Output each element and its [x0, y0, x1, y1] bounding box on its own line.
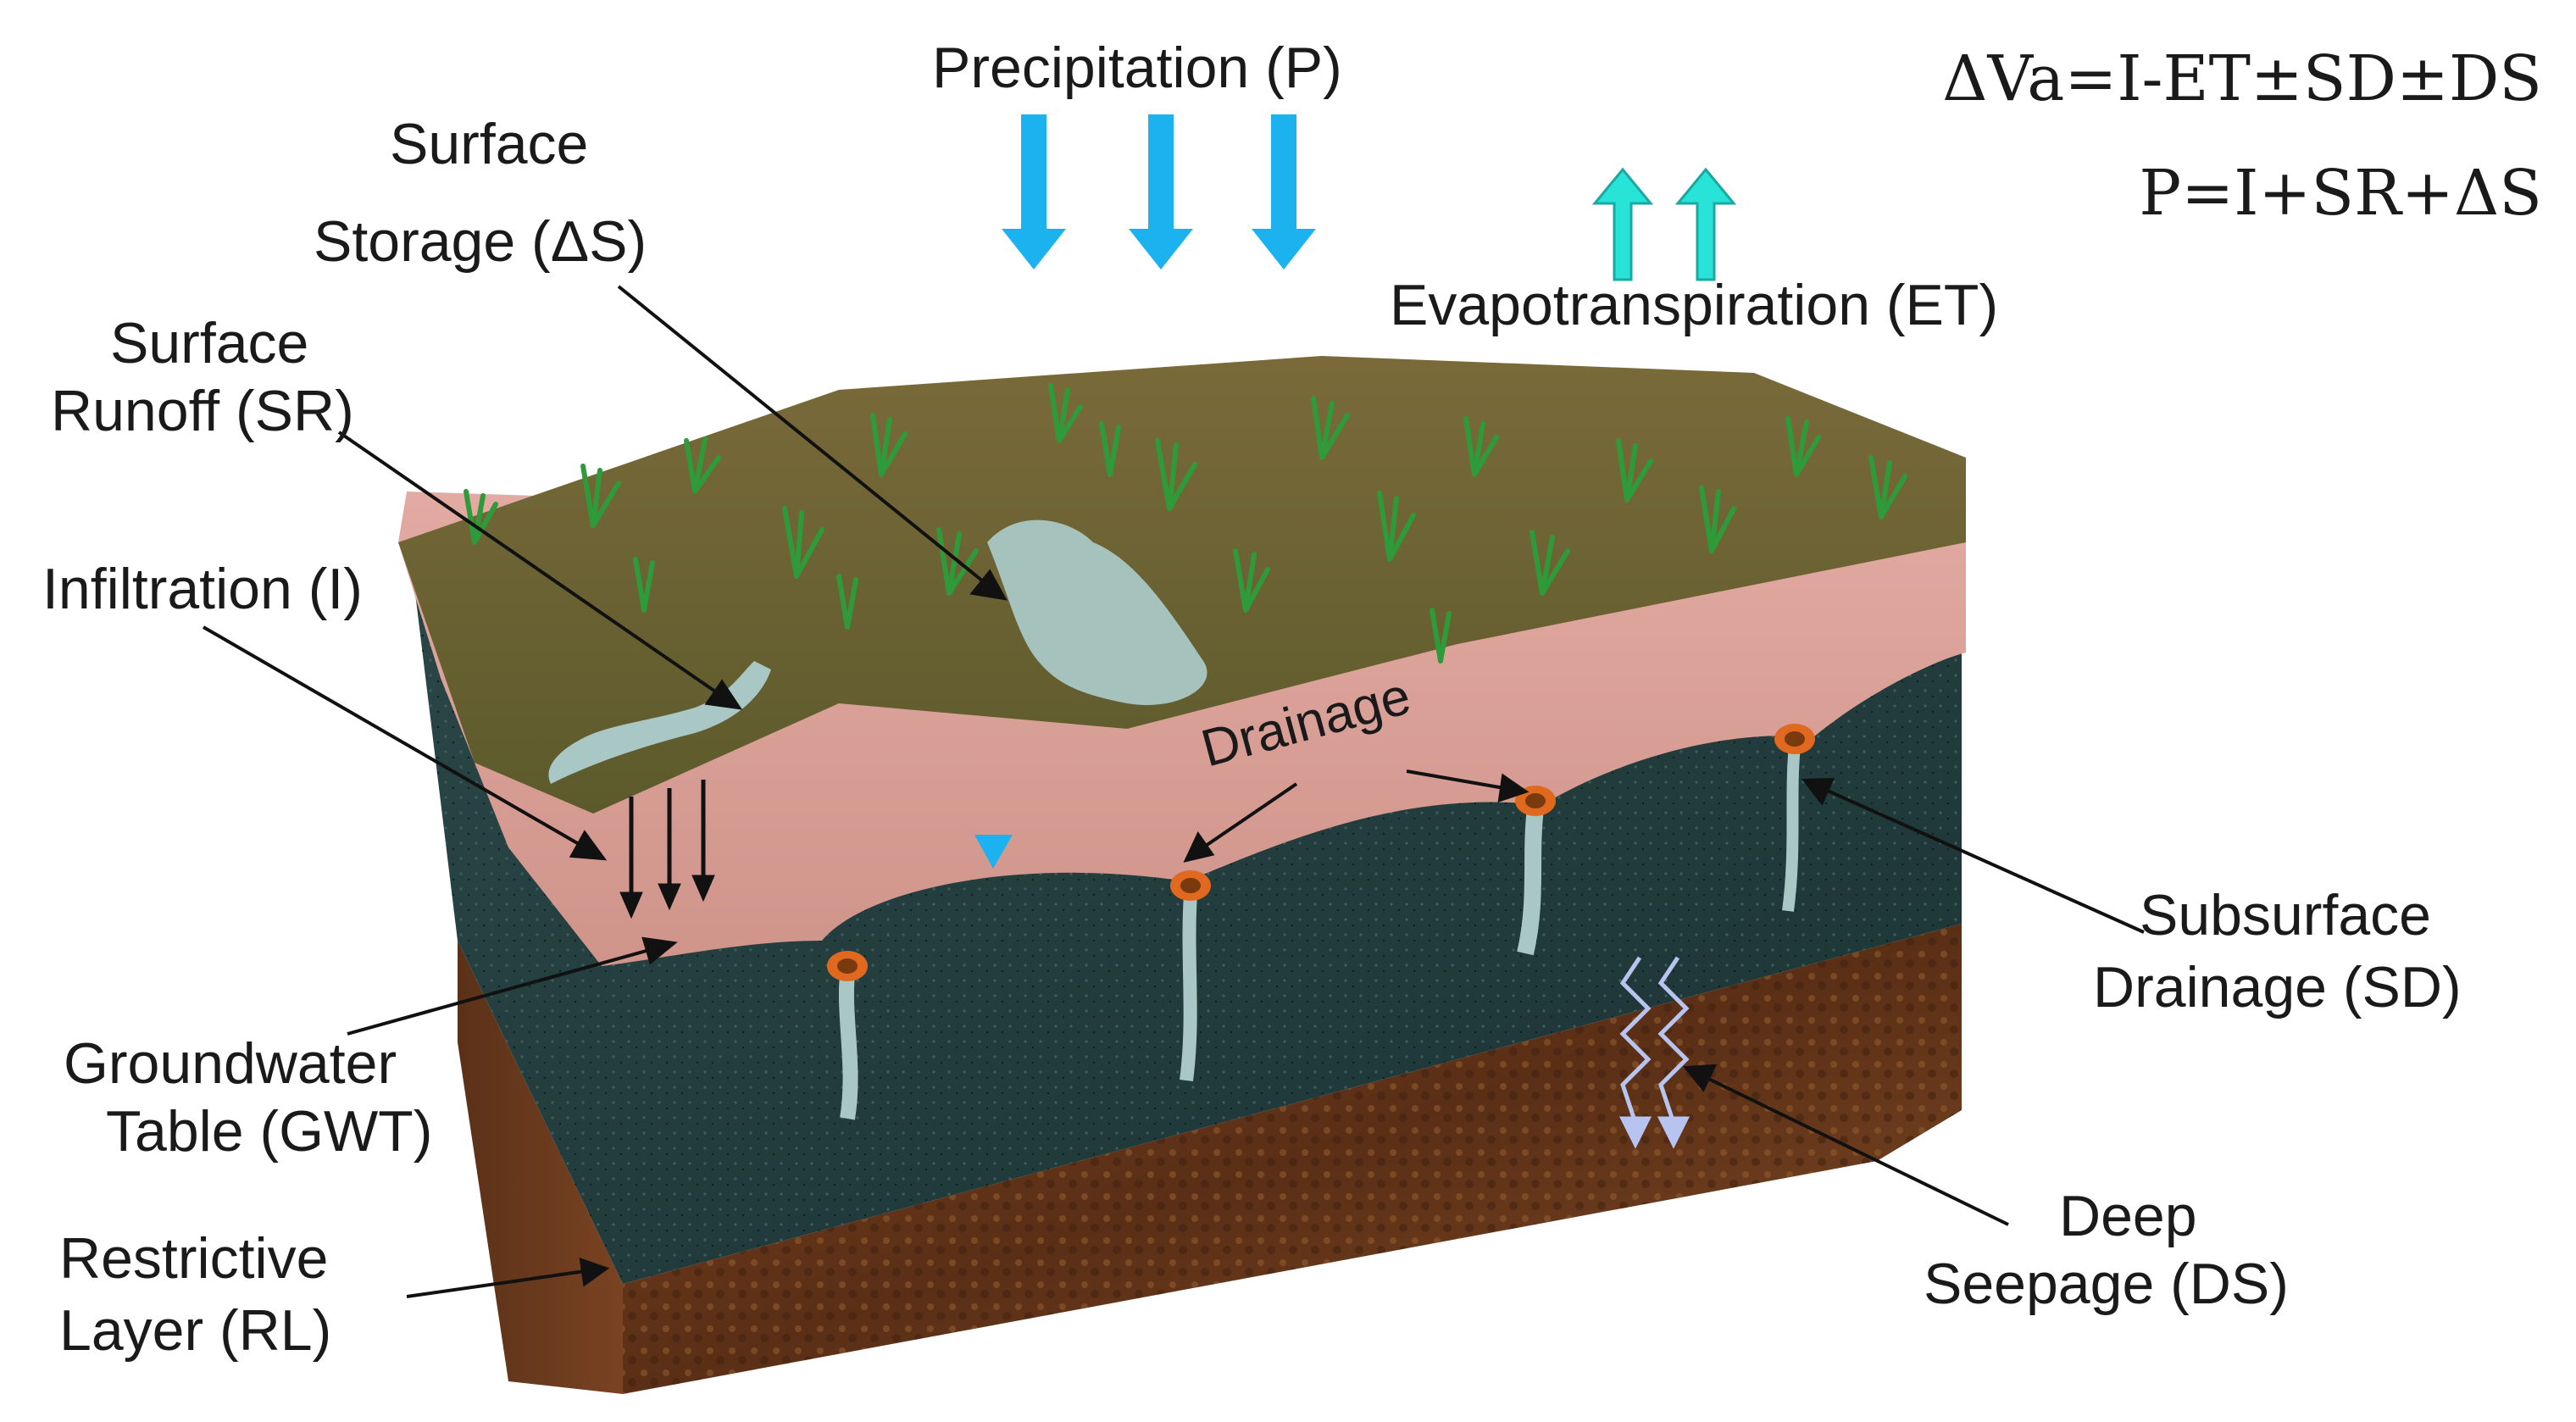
surface-storage-pond [987, 519, 1208, 705]
drain-pipes [827, 724, 1815, 1120]
water-balance-equation: ΔVa=I-ET±SD±DS [1942, 42, 2542, 115]
surface-storage-label-line1: Surface [390, 112, 589, 176]
surface-runoff-stream [548, 661, 771, 784]
surface-top [398, 356, 1966, 814]
deep-seepage-label-line2: Seepage (DS) [1924, 1252, 2289, 1316]
surface-storage-label-line2: Storage (ΔS) [314, 209, 647, 274]
subsurface-drainage-label-line2: Drainage (SD) [2093, 955, 2462, 1019]
grass [464, 383, 1907, 664]
surface-runoff-label-line1: Surface [110, 311, 309, 375]
precipitation-arrows [1002, 114, 1316, 269]
restrictive-layer-label-line1: Restrictive [59, 1226, 329, 1291]
infiltration-arrows [619, 780, 715, 919]
infiltration-label: Infiltration (I) [42, 557, 363, 621]
groundwater-table-label-line2: Table (GWT) [106, 1099, 433, 1164]
restrictive-layer [458, 924, 1962, 1394]
precipitation-label: Precipitation (P) [932, 36, 1342, 100]
subsurface-drainage-label-line1: Subsurface [2140, 883, 2431, 947]
leader-arrows [202, 285, 2145, 1298]
groundwater-table-label-line1: Groundwater [64, 1031, 397, 1096]
precipitation-balance-equation: P=I+SR+ΔS [2139, 157, 2542, 230]
deep-seepage-label-line1: Deep [2059, 1184, 2197, 1248]
deep-seepage-arrows [1618, 956, 1690, 1149]
water-table-marker [974, 835, 1013, 869]
evapotranspiration-label: Evapotranspiration (ET) [1390, 273, 1999, 337]
surface-runoff-label-line2: Runoff (SR) [51, 379, 354, 443]
evapotranspiration-arrows [1591, 167, 1737, 281]
restrictive-layer-label-line2: Layer (RL) [59, 1298, 332, 1363]
